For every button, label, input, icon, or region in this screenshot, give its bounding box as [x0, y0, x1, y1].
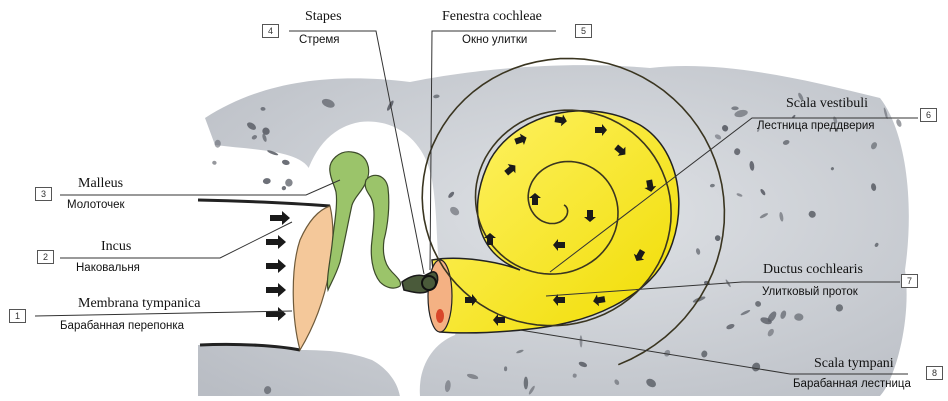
bone-pore	[731, 106, 738, 110]
label-russian-ductus-cochlearis: Улитковый проток	[762, 286, 858, 298]
bone-pore	[285, 178, 294, 187]
label-russian-incus: Наковальня	[76, 262, 140, 274]
label-latin-scala-vestibuli: Scala vestibuli	[786, 96, 868, 112]
label-latin-scala-tympani: Scala tympani	[814, 356, 894, 372]
label-number-4: 4	[262, 24, 279, 38]
bone-pore	[895, 118, 902, 127]
label-russian-fenestra-cochleae: Окно улитки	[462, 34, 527, 46]
label-latin-malleus: Malleus	[78, 176, 123, 192]
bone-pore	[281, 185, 287, 191]
round-window	[436, 309, 444, 323]
label-russian-scala-tympani: Барабанная лестница	[793, 378, 911, 390]
label-number-1: 1	[9, 309, 26, 323]
label-number-8: 8	[926, 366, 943, 380]
label-latin-fenestra-cochleae: Fenestra cochleae	[442, 9, 542, 25]
label-number-5: 5	[575, 24, 592, 38]
label-latin-membrana-tympanica: Membrana tympanica	[78, 296, 200, 312]
label-russian-malleus: Молоточек	[67, 199, 125, 211]
label-russian-stapes: Стремя	[299, 34, 340, 46]
bone-pore	[524, 377, 528, 390]
label-latin-incus: Incus	[101, 239, 131, 255]
label-number-6: 6	[920, 108, 937, 122]
label-latin-ductus-cochlearis: Ductus cochlearis	[763, 262, 863, 278]
label-number-3: 3	[35, 187, 52, 201]
label-number-7: 7	[901, 274, 918, 288]
bone-pore	[263, 178, 271, 185]
label-russian-scala-vestibuli: Лестница преддверия	[757, 120, 875, 132]
label-russian-membrana-tympanica: Барабанная перепонка	[60, 320, 184, 332]
label-number-2: 2	[37, 250, 54, 264]
bone-pore	[281, 159, 290, 166]
bone-pore	[212, 160, 217, 165]
label-latin-stapes: Stapes	[305, 9, 342, 25]
